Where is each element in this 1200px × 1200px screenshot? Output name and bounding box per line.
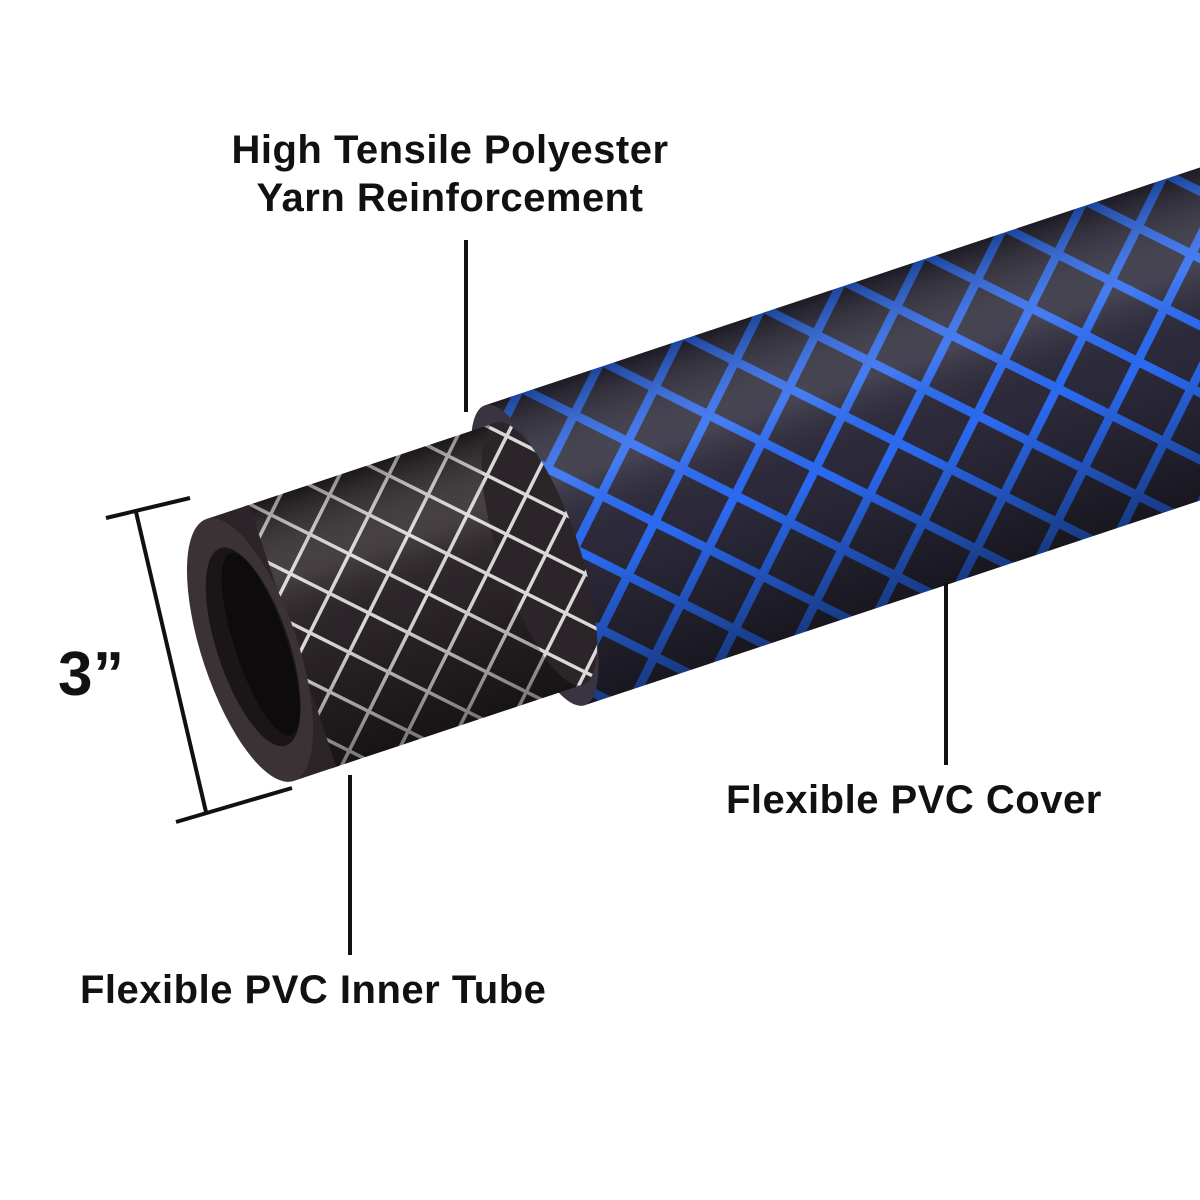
reinforcement-label: High Tensile Polyester Yarn Reinforcemen… [150,126,750,222]
cover-label: Flexible PVC Cover [726,778,1102,822]
reinforcement-label-line2: Yarn Reinforcement [256,176,644,220]
yarn-reinforcement [244,422,598,769]
inner-tube-label: Flexible PVC Inner Tube [80,968,547,1012]
diameter-label: 3” [58,640,125,709]
inner-tube [186,504,337,782]
diameter-dimension [105,496,293,824]
reinforcement-label-line1: High Tensile Polyester [231,128,669,172]
